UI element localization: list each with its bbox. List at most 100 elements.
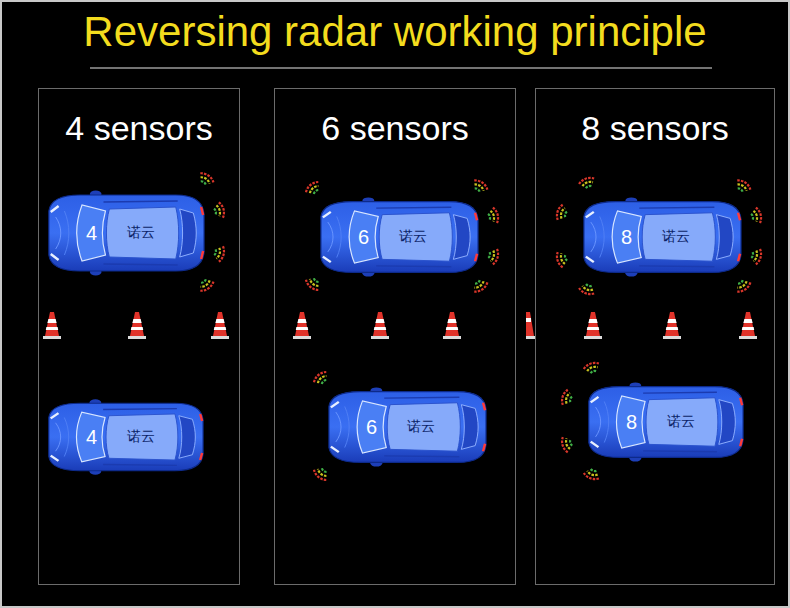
sensor-wave xyxy=(488,214,490,220)
car-topview: 8诺云 xyxy=(581,381,746,463)
sensor-wave xyxy=(475,280,480,284)
sensor-wave xyxy=(753,211,757,222)
sensor-count: 4 xyxy=(86,222,97,245)
panel-heading: 4 sensors xyxy=(39,89,239,148)
traffic-cone xyxy=(371,312,389,339)
sensor-wave xyxy=(570,440,572,446)
sensor-wave xyxy=(474,282,487,291)
sensor-wave xyxy=(475,188,480,192)
sensor-wave xyxy=(582,182,592,186)
panel-heading: 8 sensors xyxy=(536,89,774,148)
sensor-waves xyxy=(200,173,761,480)
sensor-panel: 8 sensors8诺云8诺云 xyxy=(535,88,775,585)
panel-heading: 6 sensors xyxy=(275,89,515,148)
sensor-panel: 4 sensors4诺云4诺云 xyxy=(38,88,240,585)
sensor-wave xyxy=(579,288,594,294)
sensor-wave xyxy=(314,278,319,282)
traffic-cone xyxy=(584,312,602,339)
sensor-wave xyxy=(561,208,565,219)
sensor-wave xyxy=(561,253,565,264)
car-labels: 6诺云 xyxy=(313,196,481,278)
sensor-wave xyxy=(318,469,326,476)
brand-mark: 诺云 xyxy=(662,228,690,246)
sensor-wave xyxy=(306,280,318,290)
car-labels: 6 诺云 xyxy=(321,386,489,468)
traffic-cone xyxy=(211,312,229,339)
car-topview: 4诺云 xyxy=(41,398,206,476)
cone-row xyxy=(43,312,757,339)
sensor-wave xyxy=(474,180,487,189)
sensor-wave xyxy=(490,211,494,222)
sensor-wave xyxy=(737,180,750,189)
sensor-wave xyxy=(214,249,216,255)
sensor-wave xyxy=(219,246,224,261)
sensor-wave xyxy=(201,280,210,286)
sensor-wave xyxy=(565,211,567,217)
car-topview: 6 诺云 xyxy=(321,386,489,468)
sensor-wave xyxy=(586,284,592,286)
sensor-wave xyxy=(314,372,326,382)
sensor-wave xyxy=(584,473,599,479)
brand-mark: 诺云 xyxy=(667,413,695,431)
car-topview: 4 诺云 xyxy=(41,189,207,277)
car-body xyxy=(313,196,481,278)
car-topview: 6诺云 xyxy=(313,196,481,278)
sensor-count: 6 xyxy=(366,416,377,439)
page-title: Reversing radar working principle xyxy=(0,8,790,56)
sensor-wave xyxy=(737,281,746,287)
sensor-wave xyxy=(314,190,319,194)
sensor-wave xyxy=(562,390,568,405)
sensor-wave xyxy=(737,184,746,190)
sensor-wave xyxy=(566,438,570,449)
sensor-wave xyxy=(570,396,572,402)
sensor-wave xyxy=(566,393,570,404)
sensor-panel: 6 sensors6诺云6诺云 xyxy=(274,88,516,585)
sensor-wave xyxy=(493,208,498,223)
sensor-wave xyxy=(586,186,592,188)
traffic-cone xyxy=(443,312,461,339)
sensor-count: 6 xyxy=(358,226,369,249)
sensor-wave xyxy=(219,202,224,217)
brand-mark: 诺云 xyxy=(127,224,155,242)
car-labels: 8诺云 xyxy=(581,381,746,463)
sensor-wave xyxy=(756,249,761,264)
sensor-count: 8 xyxy=(621,226,632,249)
sensor-wave xyxy=(201,181,206,185)
sensor-wave xyxy=(314,470,326,480)
sensor-wave xyxy=(201,279,206,283)
sensor-wave xyxy=(756,208,761,223)
sensor-wave xyxy=(557,205,563,220)
sensor-wave xyxy=(753,251,757,262)
sensor-wave xyxy=(310,279,318,286)
car-body xyxy=(41,398,206,476)
sensor-wave xyxy=(214,209,216,215)
sensor-wave xyxy=(584,363,599,369)
sensor-wave xyxy=(474,281,483,287)
sensor-wave xyxy=(322,380,327,384)
sensor-wave xyxy=(579,178,594,184)
sensor-wave xyxy=(310,186,318,193)
sensor-wave xyxy=(490,251,494,262)
title-underline xyxy=(90,67,712,69)
car-labels: 4 诺云 xyxy=(41,189,207,277)
car-body xyxy=(41,189,207,277)
sensor-wave xyxy=(587,471,597,475)
traffic-cone xyxy=(293,312,311,339)
sensor-wave xyxy=(591,371,597,373)
car-body xyxy=(576,196,744,278)
sensor-wave xyxy=(737,282,750,291)
sensor-wave xyxy=(306,182,318,192)
sensor-wave xyxy=(216,205,220,216)
sensor-wave xyxy=(557,252,563,267)
sensor-wave xyxy=(201,177,210,183)
sensor-wave xyxy=(582,286,592,290)
brand-mark: 诺云 xyxy=(407,418,435,436)
traffic-cone xyxy=(663,312,681,339)
car-body xyxy=(321,386,489,468)
traffic-cone xyxy=(43,312,61,339)
car-topview: 8 诺云 xyxy=(576,196,744,278)
sensor-wave xyxy=(200,173,213,182)
sensor-wave xyxy=(565,255,567,261)
